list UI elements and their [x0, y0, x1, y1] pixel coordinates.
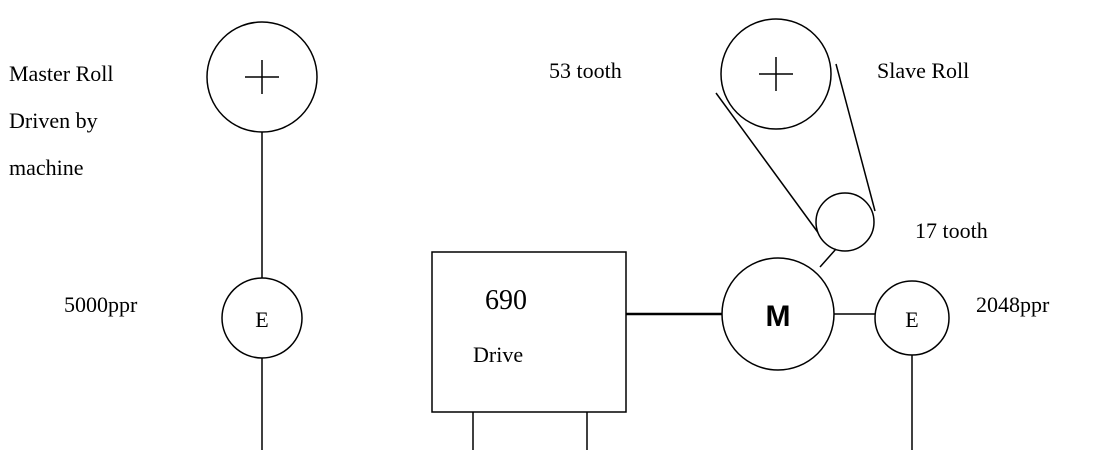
- timing-belt: [715, 63, 876, 239]
- motor-pulley: [815, 192, 875, 252]
- master-roll: [206, 21, 318, 133]
- slave-encoder-ppr-label: 2048ppr: [976, 292, 1050, 317]
- slave-roll: [720, 18, 832, 130]
- drive-box: 690 Drive: [431, 251, 627, 413]
- slave-roll-label: Slave Roll: [877, 58, 969, 83]
- motor-pulley-teeth-label: 17 tooth: [915, 218, 988, 243]
- master-roll-plus-icon: [245, 60, 279, 94]
- drive-number: 690: [485, 285, 527, 316]
- drive-label: Drive: [473, 342, 523, 367]
- master-encoder-ppr-label: 5000ppr: [64, 292, 138, 317]
- motor-letter: M: [766, 300, 791, 333]
- master-encoder-letter: E: [255, 307, 268, 332]
- master-roll-label: Master Roll: [9, 61, 114, 86]
- slave-encoder-letter: E: [905, 307, 918, 332]
- pulley-shaft: [819, 248, 837, 268]
- drive-rect: [431, 251, 627, 413]
- master-roll-driven-label: Driven by: [9, 108, 98, 133]
- slave-roll-plus-icon: [759, 57, 793, 91]
- master-roll-machine-label: machine: [9, 155, 84, 180]
- slave-teeth-label: 53 tooth: [549, 58, 622, 83]
- slave-encoder: E: [874, 280, 950, 356]
- motor: M: [721, 257, 835, 371]
- master-encoder: E: [221, 277, 303, 359]
